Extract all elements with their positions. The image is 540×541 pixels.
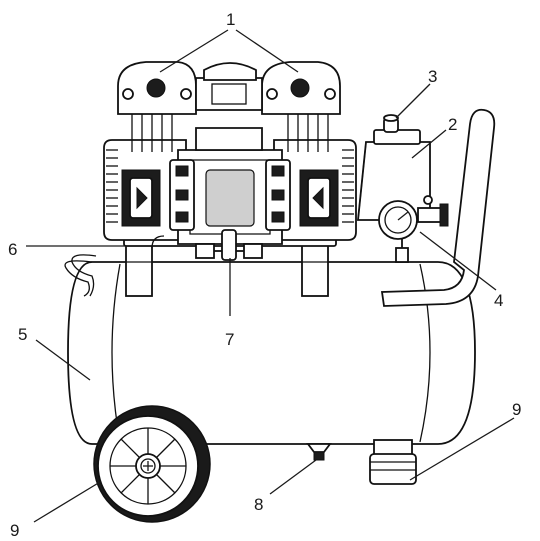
pressure-switch: [357, 129, 431, 221]
pump-motor: [103, 61, 357, 247]
callout-1: 1: [226, 10, 235, 29]
discharge-tube: [151, 229, 263, 261]
lift-hook: [64, 254, 97, 297]
callout-2: 2: [448, 115, 457, 134]
callout-7: 7: [225, 330, 234, 349]
callout-6: 6: [8, 240, 17, 259]
leader-lines: [26, 29, 515, 523]
callout-3: 3: [428, 67, 437, 86]
rubber-foot: [369, 439, 417, 485]
drain-valve: [306, 443, 332, 461]
callout-9-wheel: 9: [10, 521, 19, 540]
callout-5: 5: [18, 325, 27, 344]
callout-9-foot: 9: [512, 400, 521, 419]
pressure-gauge: [378, 195, 449, 263]
on-off-button: [383, 114, 399, 133]
callout-8: 8: [254, 495, 263, 514]
wheel: [93, 405, 211, 523]
callout-4: 4: [494, 291, 503, 310]
air-tank: [67, 243, 476, 445]
